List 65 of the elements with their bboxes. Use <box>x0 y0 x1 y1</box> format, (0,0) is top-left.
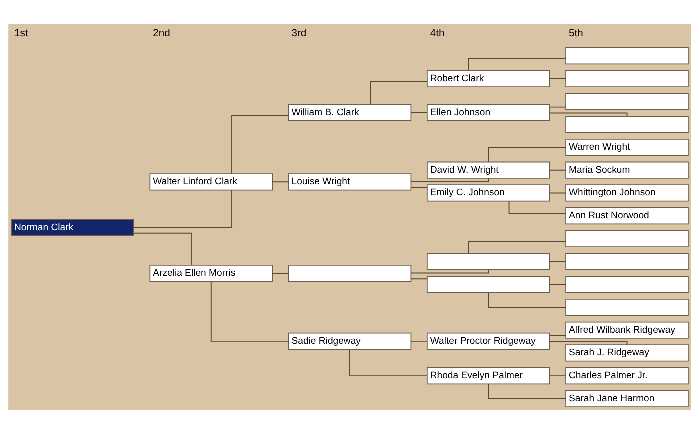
label: 1st <box>14 28 28 40</box>
connector <box>549 284 566 285</box>
node-box: Louise Wright <box>288 173 412 190</box>
connector <box>210 280 290 342</box>
connector <box>410 269 490 274</box>
node-box: Maria Sockum <box>566 161 689 178</box>
node-box: Ann Rust Norwood <box>566 207 689 224</box>
label: 4th <box>430 28 445 40</box>
connector <box>549 78 566 79</box>
connector <box>549 375 566 376</box>
label: 2nd <box>153 28 170 40</box>
connector <box>549 340 628 345</box>
node-box <box>566 70 689 87</box>
node-box <box>566 116 689 133</box>
connector <box>468 240 566 254</box>
node-box <box>566 47 689 64</box>
node-box <box>566 276 689 293</box>
connector <box>549 334 566 336</box>
connector <box>410 112 428 113</box>
node-box <box>566 252 689 270</box>
connector <box>488 383 567 399</box>
connector <box>549 169 566 170</box>
label: 3rd <box>292 28 307 40</box>
node-box: Sadie Ridgeway <box>288 332 412 350</box>
node-box <box>566 92 689 110</box>
node-box: Alfred Wilbank Ridgeway <box>566 321 689 338</box>
node-box: Robert Clark <box>426 70 550 87</box>
connector <box>549 260 566 262</box>
node-box: David W. Wright <box>426 161 550 178</box>
connector <box>134 190 232 228</box>
node-box <box>288 264 412 282</box>
node-box: Charles Palmer Jr. <box>566 367 689 384</box>
node-box: Walter Proctor Ridgeway <box>426 332 550 350</box>
label: 5th <box>568 28 584 40</box>
connector <box>488 146 567 162</box>
node-box: Warren Wright <box>566 138 689 156</box>
node-box: Rhoda Evelyn Palmer <box>426 367 550 384</box>
node-box: Sarah J. Ridgeway <box>566 344 689 362</box>
connector <box>272 272 290 274</box>
node-box: Arzelia Ellen Morris <box>150 264 274 282</box>
connector <box>370 80 428 105</box>
node-box: Norman Clark <box>11 218 134 236</box>
connector <box>549 106 566 108</box>
node-box <box>426 276 550 293</box>
node-box <box>426 252 550 270</box>
node-box: Emily C. Johnson <box>426 184 550 202</box>
connector <box>350 348 428 376</box>
node-box: Whittington Johnson <box>566 184 689 202</box>
connector <box>134 232 192 266</box>
connector <box>549 112 628 116</box>
node-box: William B. Clark <box>288 104 412 121</box>
connector <box>272 181 290 182</box>
node-box <box>566 298 689 316</box>
connector <box>410 178 490 182</box>
connector <box>549 192 566 194</box>
connector <box>410 278 428 280</box>
connector <box>410 186 428 188</box>
connector <box>410 340 428 342</box>
connector <box>508 200 566 214</box>
connector <box>488 292 567 308</box>
node-box <box>566 230 689 247</box>
node-box: Ellen Johnson <box>426 104 550 121</box>
node-box: Sarah Jane Harmon <box>566 390 689 407</box>
connector <box>232 114 290 174</box>
node-box: Walter Linford Clark <box>150 173 274 190</box>
